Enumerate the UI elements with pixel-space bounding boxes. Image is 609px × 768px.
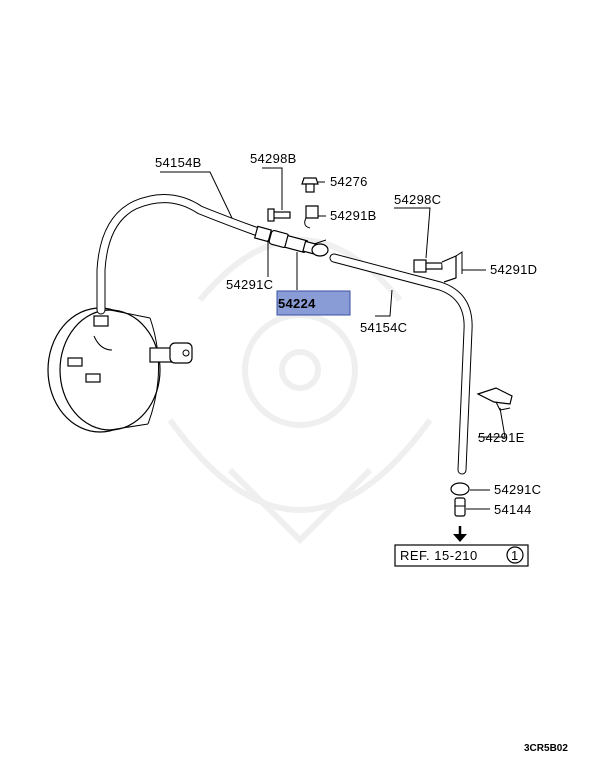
clamp-and-fitting [450, 482, 470, 542]
reference-text: REF. 15-210 [400, 548, 478, 563]
label-54298C[interactable]: 54298C [394, 192, 441, 207]
bolt-bracket-right [413, 251, 463, 283]
hose-54154B [96, 194, 263, 315]
reference-number-circle [506, 546, 524, 564]
label-54298B[interactable]: 54298B [250, 151, 297, 166]
label-54224[interactable]: 54224 [278, 296, 316, 311]
part-labels: 54154B 54298B 54276 54291B 54298C 54291D… [155, 151, 541, 517]
label-54291C-right[interactable]: 54291C [494, 482, 541, 497]
reference-box[interactable]: REF. 15-210 1 [394, 544, 529, 567]
reference-number: 1 [511, 548, 519, 563]
label-54154B[interactable]: 54154B [155, 155, 202, 170]
brake-booster [47, 307, 193, 433]
label-54291C-left[interactable]: 54291C [226, 277, 273, 292]
label-54291D[interactable]: 54291D [490, 262, 537, 277]
label-54291E[interactable]: 54291E [478, 430, 525, 445]
label-54276[interactable]: 54276 [330, 174, 368, 189]
check-valve-assembly [253, 177, 329, 257]
highlight-54224 [276, 290, 351, 316]
drawing-code: 3CR5B02 [524, 743, 568, 754]
bracket-54291E [476, 387, 513, 411]
label-54291B[interactable]: 54291B [330, 208, 377, 223]
hose-54154C [329, 253, 473, 475]
leader-lines [160, 167, 506, 510]
watermark-emblem [167, 237, 433, 545]
label-54144[interactable]: 54144 [494, 502, 532, 517]
label-54154C[interactable]: 54154C [360, 320, 407, 335]
